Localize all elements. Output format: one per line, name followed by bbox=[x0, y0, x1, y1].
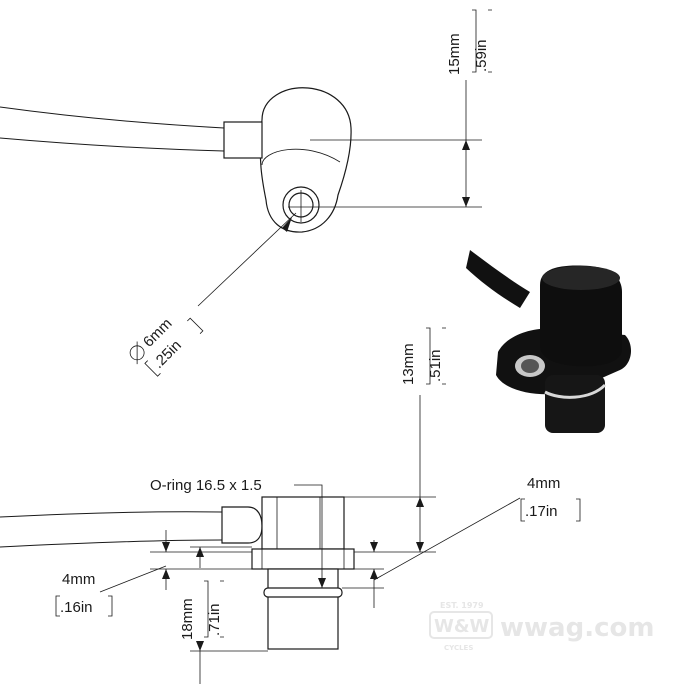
photo-head bbox=[540, 265, 622, 367]
oring-leader bbox=[294, 484, 323, 588]
top-cable-lower-edge bbox=[0, 137, 225, 152]
top-cable-upper-edge bbox=[0, 106, 225, 129]
flange-dim-arrow-2 bbox=[370, 569, 378, 579]
photo-head-top bbox=[542, 266, 620, 290]
side-height-mm: 13mm bbox=[400, 343, 417, 385]
watermark-brand: W&W bbox=[434, 616, 490, 637]
diameter-slash bbox=[136, 341, 138, 365]
dim-arrow-up bbox=[462, 140, 470, 150]
barrel-dim-mm: 18mm bbox=[179, 598, 196, 640]
watermark-site: wwag.com bbox=[500, 613, 654, 643]
watermark: EST. 1979 W&W CYCLES wwag.com bbox=[429, 601, 654, 652]
oring-leader-arrow bbox=[318, 578, 326, 588]
barrel-dim-in: .71in bbox=[206, 603, 223, 636]
top-height-mm: 15mm bbox=[446, 33, 463, 75]
side-connector bbox=[221, 506, 263, 544]
flange-right-mm: 4mm bbox=[527, 475, 560, 492]
side-cable-upper-edge bbox=[0, 511, 223, 518]
sensor-head-outline bbox=[259, 87, 352, 233]
flange-left-mm: 4mm bbox=[62, 571, 95, 588]
side-height-in-bracket bbox=[426, 327, 446, 385]
top-height-in: .59in bbox=[473, 39, 490, 72]
flange-right-in: .17in bbox=[525, 503, 558, 520]
side-oring bbox=[263, 587, 343, 598]
hole-leader bbox=[197, 212, 297, 307]
photo-oring bbox=[544, 383, 607, 399]
photo-barrel bbox=[545, 375, 605, 433]
dim-arrow-down bbox=[462, 197, 470, 207]
flange-right-in-bracket bbox=[520, 498, 581, 522]
side-flange bbox=[251, 548, 355, 570]
watermark-est: EST. 1979 bbox=[440, 601, 484, 610]
side-barrel bbox=[267, 568, 339, 650]
head-dim-arrow-down bbox=[416, 542, 424, 552]
sensor-photo bbox=[466, 250, 632, 433]
sensor-flange-edge bbox=[261, 148, 341, 166]
top-view: 15mm .59in 6mm .25in bbox=[0, 9, 492, 377]
top-height-in-bracket bbox=[472, 9, 492, 73]
watermark-logo-box bbox=[429, 611, 493, 639]
barrel-dim-arrow-up bbox=[196, 547, 204, 557]
barrel-dim-in-bracket bbox=[204, 580, 224, 638]
side-cable-lower-edge bbox=[0, 539, 223, 548]
flange-left-in: .16in bbox=[60, 599, 93, 616]
watermark-sub: CYCLES bbox=[444, 644, 473, 652]
side-head bbox=[261, 496, 345, 550]
photo-cable bbox=[466, 250, 530, 308]
side-view: O-ring 16.5 x 1.5 13mm .51in 4mm .17in 4… bbox=[0, 327, 581, 684]
flange-right-leader bbox=[373, 497, 521, 581]
left-dim-arrow-1 bbox=[162, 542, 170, 552]
hole-leader-arrow bbox=[282, 217, 292, 232]
left-dim-leader bbox=[99, 565, 167, 593]
photo-hole bbox=[521, 359, 539, 373]
barrel-dim-arrow-down bbox=[196, 641, 204, 651]
hole-dim-in-bracket bbox=[144, 317, 204, 377]
cable-connector bbox=[223, 121, 263, 159]
left-dim-arrow-2 bbox=[162, 569, 170, 579]
head-dim-arrow-up bbox=[416, 497, 424, 507]
hole-dim-group: 6mm .25in bbox=[129, 315, 204, 377]
flange-dim-arrow-1 bbox=[370, 542, 378, 552]
oring-label: O-ring 16.5 x 1.5 bbox=[150, 477, 262, 494]
flange-left-in-bracket bbox=[55, 595, 113, 617]
diameter-symbol-icon bbox=[129, 345, 145, 361]
side-height-in: .51in bbox=[427, 349, 444, 382]
